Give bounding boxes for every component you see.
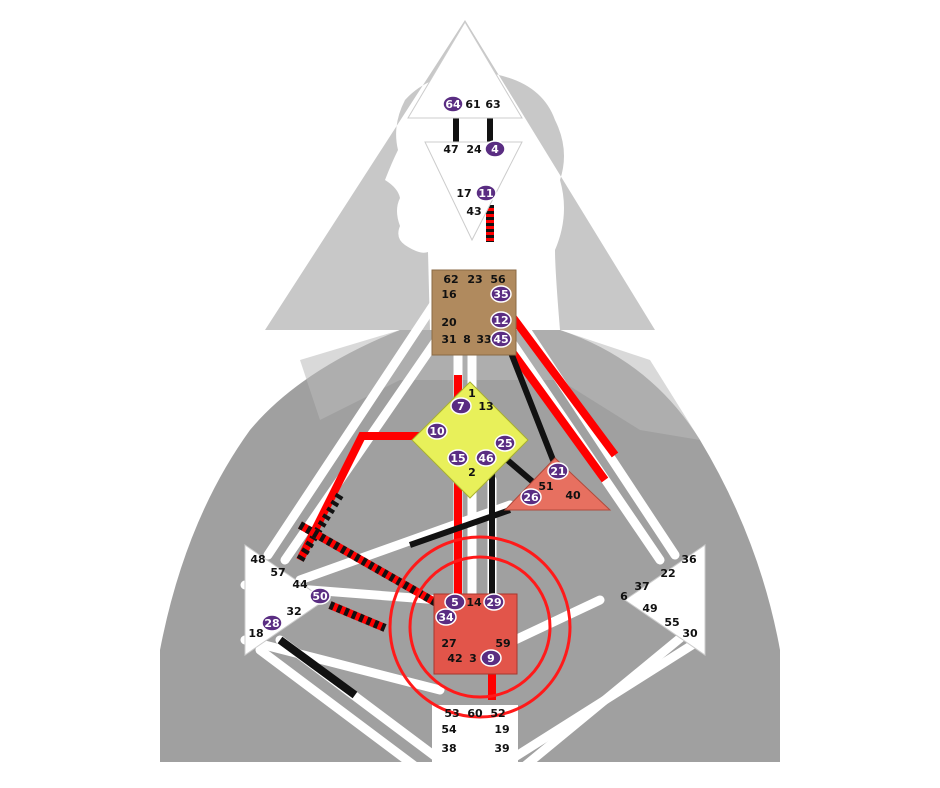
- gate-9: 9: [487, 652, 495, 665]
- gate-10: 10: [429, 425, 445, 438]
- gate-53: 53: [444, 707, 459, 720]
- gate-49: 49: [642, 602, 657, 615]
- gate-badge-10: [426, 422, 448, 440]
- gate-badge-7: [450, 397, 472, 415]
- gate-52: 52: [490, 707, 505, 720]
- gate-50: 50: [312, 590, 328, 603]
- gate-60: 60: [467, 707, 483, 720]
- gate-16: 16: [441, 288, 457, 301]
- gate-55: 55: [664, 616, 679, 629]
- gate-28: 28: [264, 617, 279, 630]
- activated-channels: [277, 118, 619, 700]
- gate-32: 32: [286, 605, 301, 618]
- gate-11: 11: [478, 187, 493, 200]
- gate-6: 6: [620, 590, 628, 603]
- gate-26: 26: [523, 491, 539, 504]
- gate-23: 23: [467, 273, 482, 286]
- gate-12: 12: [493, 314, 508, 327]
- gate-2: 2: [468, 466, 476, 479]
- ajna-center: [424, 141, 523, 242]
- g-center: [411, 381, 529, 499]
- gate-badge-35: [490, 285, 512, 303]
- gate-39: 39: [494, 742, 509, 755]
- gate-badge-46: [475, 449, 497, 467]
- gate-42: 42: [447, 652, 462, 665]
- gate-badge-28: [261, 614, 283, 632]
- gate-33: 33: [476, 333, 491, 346]
- gate-44: 44: [292, 578, 308, 591]
- gate-badge-15: [447, 449, 469, 467]
- gate-29: 29: [486, 596, 501, 609]
- gate-1: 1: [468, 387, 476, 400]
- gate-38: 38: [441, 742, 456, 755]
- gate-7: 7: [457, 400, 465, 413]
- gate-47: 47: [443, 143, 458, 156]
- gate-4: 4: [491, 143, 499, 156]
- highlight-ring-inner: [408, 555, 552, 699]
- gate-56: 56: [490, 273, 506, 286]
- gate-57: 57: [270, 566, 285, 579]
- head-silhouette: [265, 20, 655, 330]
- gate-64: 64: [445, 98, 461, 111]
- highlight-ring-outer: [388, 535, 572, 719]
- head-center: [407, 21, 523, 119]
- gate-badge-25: [494, 434, 516, 452]
- gate-badge-34: [435, 608, 457, 626]
- gate-30: 30: [682, 627, 698, 640]
- gate-badge-45: [490, 330, 512, 348]
- gate-54: 54: [441, 723, 457, 736]
- gate-24: 24: [466, 143, 482, 156]
- gate-badge-26: [520, 488, 542, 506]
- gate-22: 22: [660, 567, 675, 580]
- gate-27: 27: [441, 637, 456, 650]
- gate-badge-4: [484, 140, 506, 158]
- gate-19: 19: [494, 723, 509, 736]
- gate-badge-11: [475, 184, 497, 202]
- gate-badge-29: [483, 593, 505, 611]
- solar-plexus-center: [624, 544, 706, 656]
- gate-15: 15: [450, 452, 465, 465]
- gate-62: 62: [443, 273, 458, 286]
- gate-13: 13: [478, 400, 493, 413]
- gate-63: 63: [485, 98, 500, 111]
- gate-61: 61: [465, 98, 480, 111]
- sacral-highlight: [388, 535, 572, 719]
- gate-59: 59: [495, 637, 510, 650]
- gate-8: 8: [463, 333, 471, 346]
- gate-14: 14: [466, 596, 482, 609]
- gate-20: 20: [441, 316, 457, 329]
- gate-badge-64: [442, 95, 464, 113]
- gate-badge-12: [490, 311, 512, 329]
- gate-36: 36: [681, 553, 697, 566]
- gate-46: 46: [478, 452, 494, 465]
- gate-48: 48: [250, 553, 265, 566]
- gate-badge-21: [547, 462, 569, 480]
- gate-34: 34: [438, 611, 454, 624]
- gate-25: 25: [497, 437, 512, 450]
- gate-43: 43: [466, 205, 481, 218]
- gate-badge-9: [480, 649, 502, 667]
- gate-21: 21: [550, 465, 565, 478]
- gate-3: 3: [469, 652, 477, 665]
- gate-45: 45: [493, 333, 508, 346]
- gate-17: 17: [456, 187, 471, 200]
- gate-31: 31: [441, 333, 456, 346]
- gate-37: 37: [634, 580, 649, 593]
- gate-35: 35: [493, 288, 508, 301]
- gate-51: 51: [538, 480, 553, 493]
- gate-18: 18: [248, 627, 263, 640]
- gate-badge-50: [309, 587, 331, 605]
- gate-5: 5: [451, 596, 459, 609]
- gate-badge-5: [444, 593, 466, 611]
- gate-40: 40: [565, 489, 581, 502]
